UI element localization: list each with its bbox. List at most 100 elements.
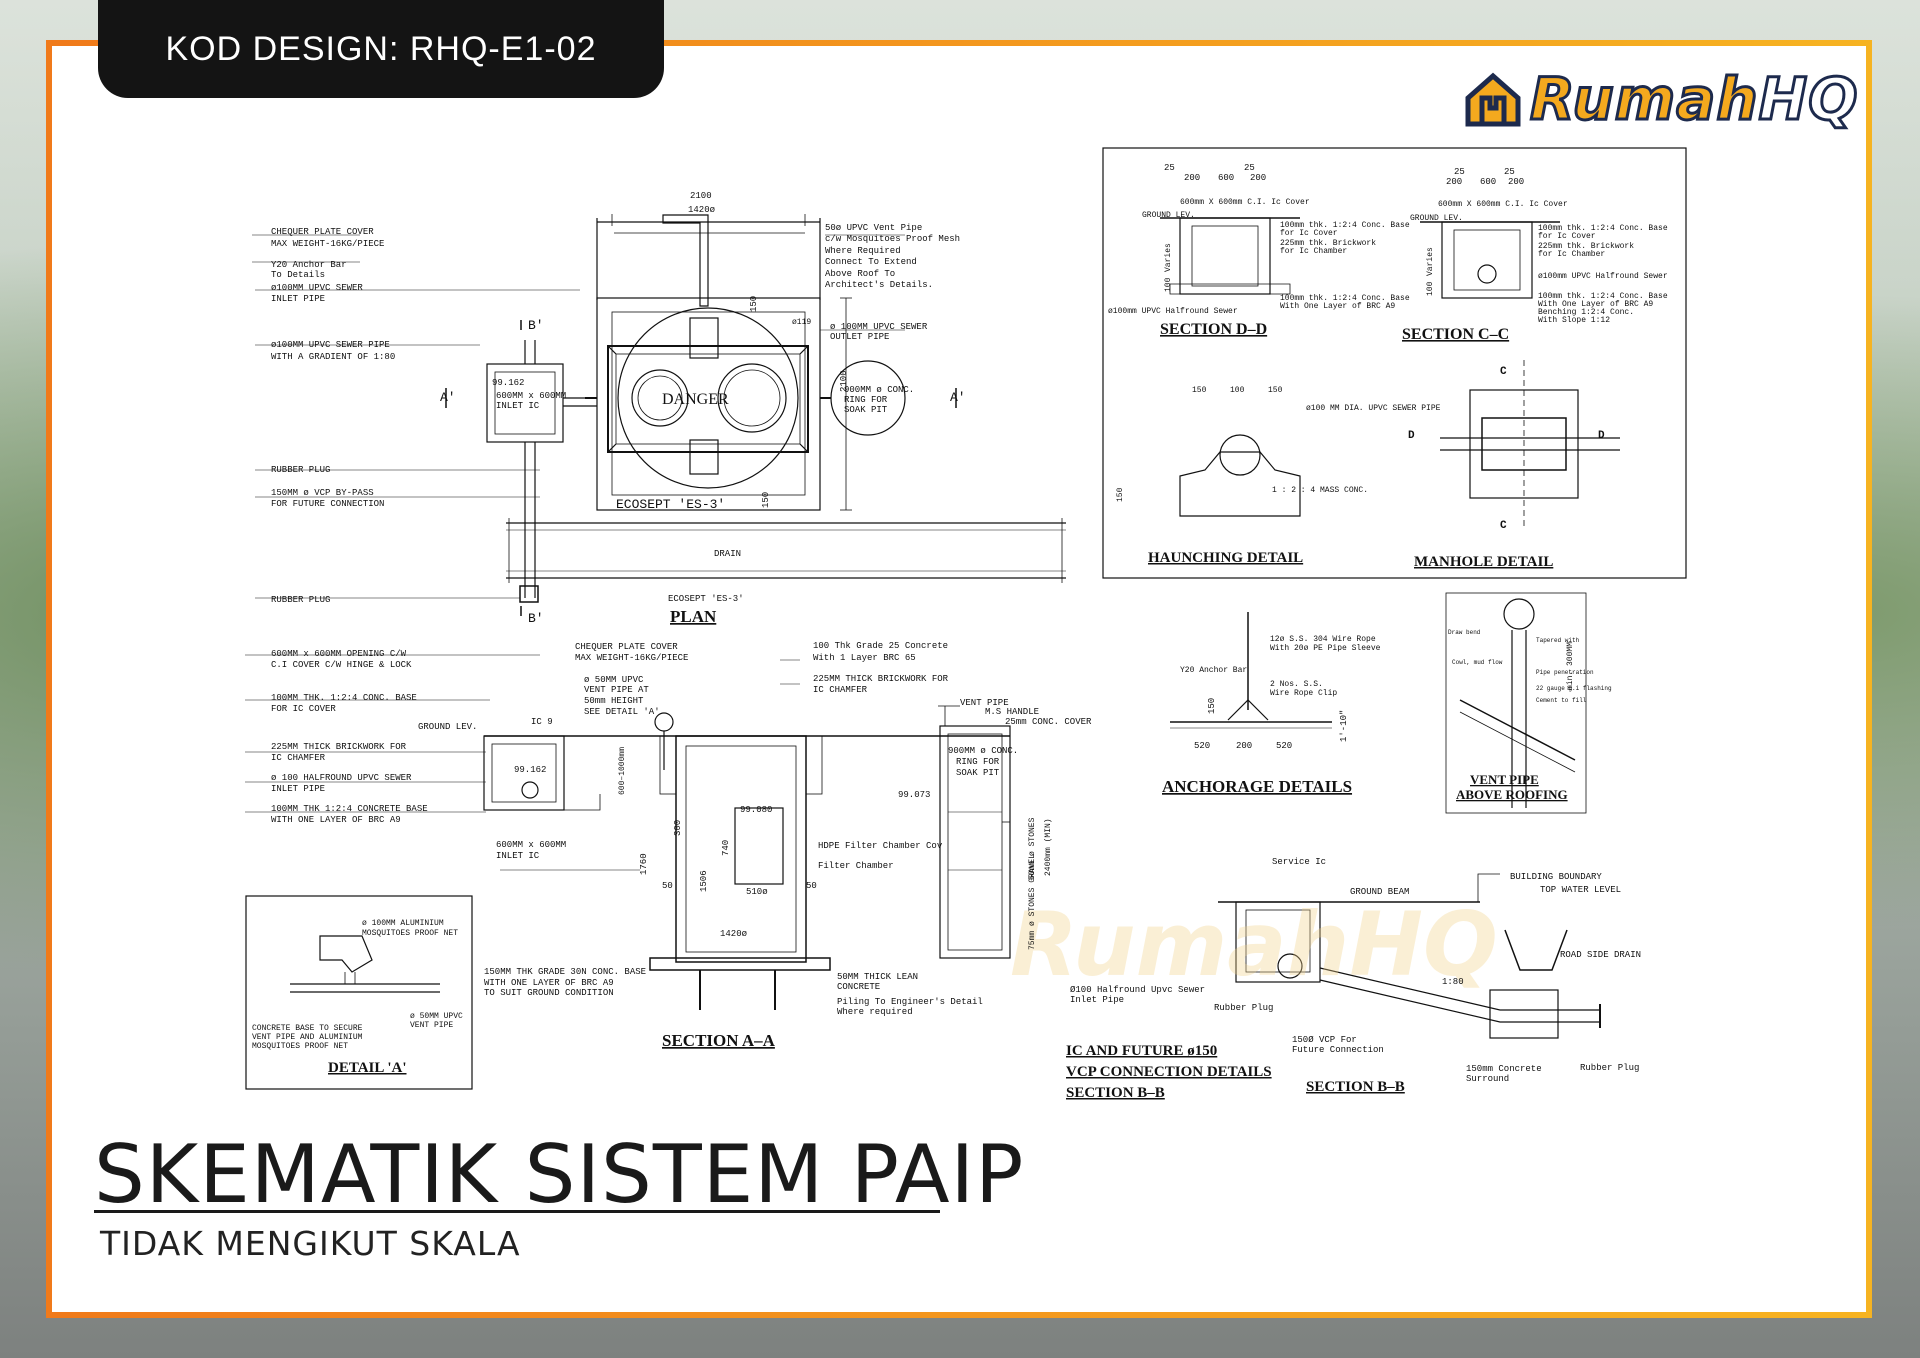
haunch-notes: 150 100 150 ø100 MM DIA. UPVC SEWER PIPE…: [1116, 386, 1441, 502]
detail-a-heading: DETAIL 'A': [328, 1060, 407, 1076]
dd-dim: 200: [1184, 173, 1200, 183]
plan-note: MAX WEIGHT-16KG/PIECE: [271, 239, 384, 249]
detail-a-notes: ø 100MM ALUMINIUM MOSQUITOES PROOF NET C…: [252, 919, 463, 1051]
bb-note: Rubber Plug: [1214, 1003, 1273, 1013]
aa-dim-1420: 1420ø: [720, 929, 747, 939]
plan-note: Y20 Anchor Bar: [271, 260, 347, 270]
plan-note: Where Required: [825, 246, 901, 256]
plan-note: Above Roof To: [825, 269, 895, 279]
bb-note: ROAD SIDE DRAIN: [1560, 950, 1641, 960]
plan-note: RUBBER PLUG: [271, 595, 330, 605]
brand-name-part2: HQ: [1757, 64, 1859, 135]
anchor-dim-mid: 200: [1236, 741, 1252, 751]
plan-note: WITH A GRADIENT OF 1:80: [271, 352, 395, 362]
plan-note: To Details: [271, 270, 325, 280]
anchor-note: Y20 Anchor Bar: [1180, 666, 1247, 675]
aa-note: INLET PIPE: [271, 784, 325, 794]
aa-note: SEE DETAIL 'A': [584, 707, 660, 717]
aa-note: Piling To Engineer's Detail: [837, 997, 983, 1007]
filter-chamber-label: Filter Chamber: [818, 861, 894, 871]
cc-note: 100: [1426, 281, 1435, 296]
bb-note: Surround: [1466, 1074, 1509, 1084]
aa-dim-2400: 2400mm (MIN): [1044, 818, 1053, 876]
vent-note: 22 gauge g.i flashing: [1536, 685, 1612, 692]
anchorage-notes: 12ø S.S. 304 Wire Rope With 20ø PE Pipe …: [1180, 635, 1381, 698]
plan-dim-150-bottom: 150: [761, 492, 771, 508]
dd-note: ø100mm UPVC Halfround Sewer: [1108, 307, 1238, 316]
dd-dim: 25: [1164, 163, 1175, 173]
cc-note: ø100mm UPVC Halfround Sewer: [1538, 272, 1668, 281]
brand-logo: RumahHQ: [1462, 64, 1860, 135]
cc-note: With Slope 1:12: [1538, 316, 1610, 325]
cc-note: With One Layer of BRC A9: [1538, 300, 1653, 309]
mark-b-top: B': [528, 318, 544, 333]
logo-watermark: RumahHQ: [1010, 893, 1498, 996]
aa-note: 25mm CONC. COVER: [1005, 717, 1092, 727]
detail-a-view: [245, 895, 473, 1090]
aa-level-ic: 99.162: [514, 765, 546, 775]
house-logo-icon: [1465, 72, 1521, 127]
plan-note: ø100MM UPVC SEWER PIPE: [271, 340, 390, 350]
anchor-dim-left: 520: [1194, 741, 1210, 751]
aa-note: 600MM x 600MM: [496, 840, 566, 850]
dd-note: GROUND LEV.: [1142, 211, 1195, 220]
aa-note: SOAK PIT: [956, 768, 1000, 778]
plan-note: c/w Mosquitoes Proof Mesh: [825, 234, 960, 244]
aa-note: 50mm HEIGHT: [584, 696, 644, 706]
plan-note: RUBBER PLUG: [271, 465, 330, 475]
aa-level-pit: 99.073: [898, 790, 930, 800]
dd-dim: 600: [1218, 173, 1234, 183]
aa-level-tank: 99.080: [740, 805, 772, 815]
cc-note: Varies: [1426, 247, 1435, 276]
haunch-note: 150: [1268, 386, 1283, 395]
aa-note: 150MM THK GRADE 30N CONC. BASE: [484, 967, 646, 977]
title-underline: [94, 1210, 940, 1213]
aa-note: GROUND LEV.: [418, 722, 477, 732]
dd-note: With One Layer of BRC A9: [1280, 302, 1395, 311]
detail-a-note: MOSQUITOES PROOF NET: [252, 1042, 348, 1051]
vent-roof-notes: Draw bend Tapered with Cowl, mud flow Pi…: [1448, 629, 1612, 704]
filter-cover-label: HDPE Filter Chamber Cov: [818, 841, 943, 851]
haunch-note: 150: [1116, 487, 1125, 502]
plan-dim-right: 2100: [839, 370, 849, 392]
vent-note: min. 300MM: [1566, 642, 1575, 690]
cc-note: 225mm thk. Brickwork: [1538, 242, 1634, 251]
aa-dim-510: 510ø: [746, 887, 768, 897]
aa-note: WITH ONE LAYER OF BRC A9: [271, 815, 401, 825]
aa-dim-stones: 50mm ø STONES: [1028, 817, 1037, 880]
haunch-note: 100: [1230, 386, 1245, 395]
cc-note: GROUND LEV.: [1410, 214, 1463, 223]
plan-note: FOR FUTURE CONNECTION: [271, 499, 384, 509]
aa-note: 900MM ø CONC.: [948, 746, 1018, 756]
pit-label-3: SOAK PIT: [844, 405, 888, 415]
cc-dim: 200: [1508, 177, 1524, 187]
aa-dim-50-right: 50: [806, 881, 817, 891]
detail-a-note: ø 100MM ALUMINIUM: [362, 919, 444, 928]
plan-note: Connect To Extend: [825, 257, 917, 267]
dd-notes: 600mm X 600mm C.I. Ic Cover GROUND LEV. …: [1108, 198, 1410, 316]
aa-dim-50-left: 50: [662, 881, 673, 891]
cc-dim: 25: [1504, 167, 1515, 177]
section-aa-notes-bottom: 150MM THK GRADE 30N CONC. BASE WITH ONE …: [484, 967, 983, 1017]
brand-wordmark: RumahHQ: [1529, 64, 1860, 135]
drawing-sheet: [46, 40, 1872, 1318]
aa-dim-1506: 1506: [699, 870, 709, 892]
ic-label-2: INLET IC: [496, 401, 540, 411]
aa-note: VENT PIPE AT: [584, 685, 649, 695]
vent-note: Draw bend: [1448, 629, 1481, 636]
plan-note: ø 100MM UPVC SEWER: [830, 322, 928, 332]
detail-a-note: VENT PIPE: [410, 1021, 453, 1030]
plan-note: CHEQUER PLATE COVER: [271, 227, 374, 237]
plan-note: INLET PIPE: [271, 294, 325, 304]
cc-dim: 600: [1480, 177, 1496, 187]
aa-note: 225MM THICK BRICKWORK FOR: [271, 742, 407, 752]
section-bb-notes: Service Ic GROUND BEAM BUILDING BOUNDARY…: [1070, 857, 1641, 1084]
aa-dim-1760: 1760: [639, 853, 649, 875]
haunching-heading: HAUNCHING DETAIL: [1148, 550, 1303, 566]
manhole-mark-c-bottom: C: [1500, 520, 1507, 532]
manhole-mark-d-right: D: [1598, 430, 1605, 442]
aa-note: IC 9: [531, 717, 553, 727]
bb-note: Service Ic: [1272, 857, 1326, 867]
vent-note: Cement to fill: [1536, 697, 1587, 704]
detail-a-note: MOSQUITOES PROOF NET: [362, 929, 458, 938]
